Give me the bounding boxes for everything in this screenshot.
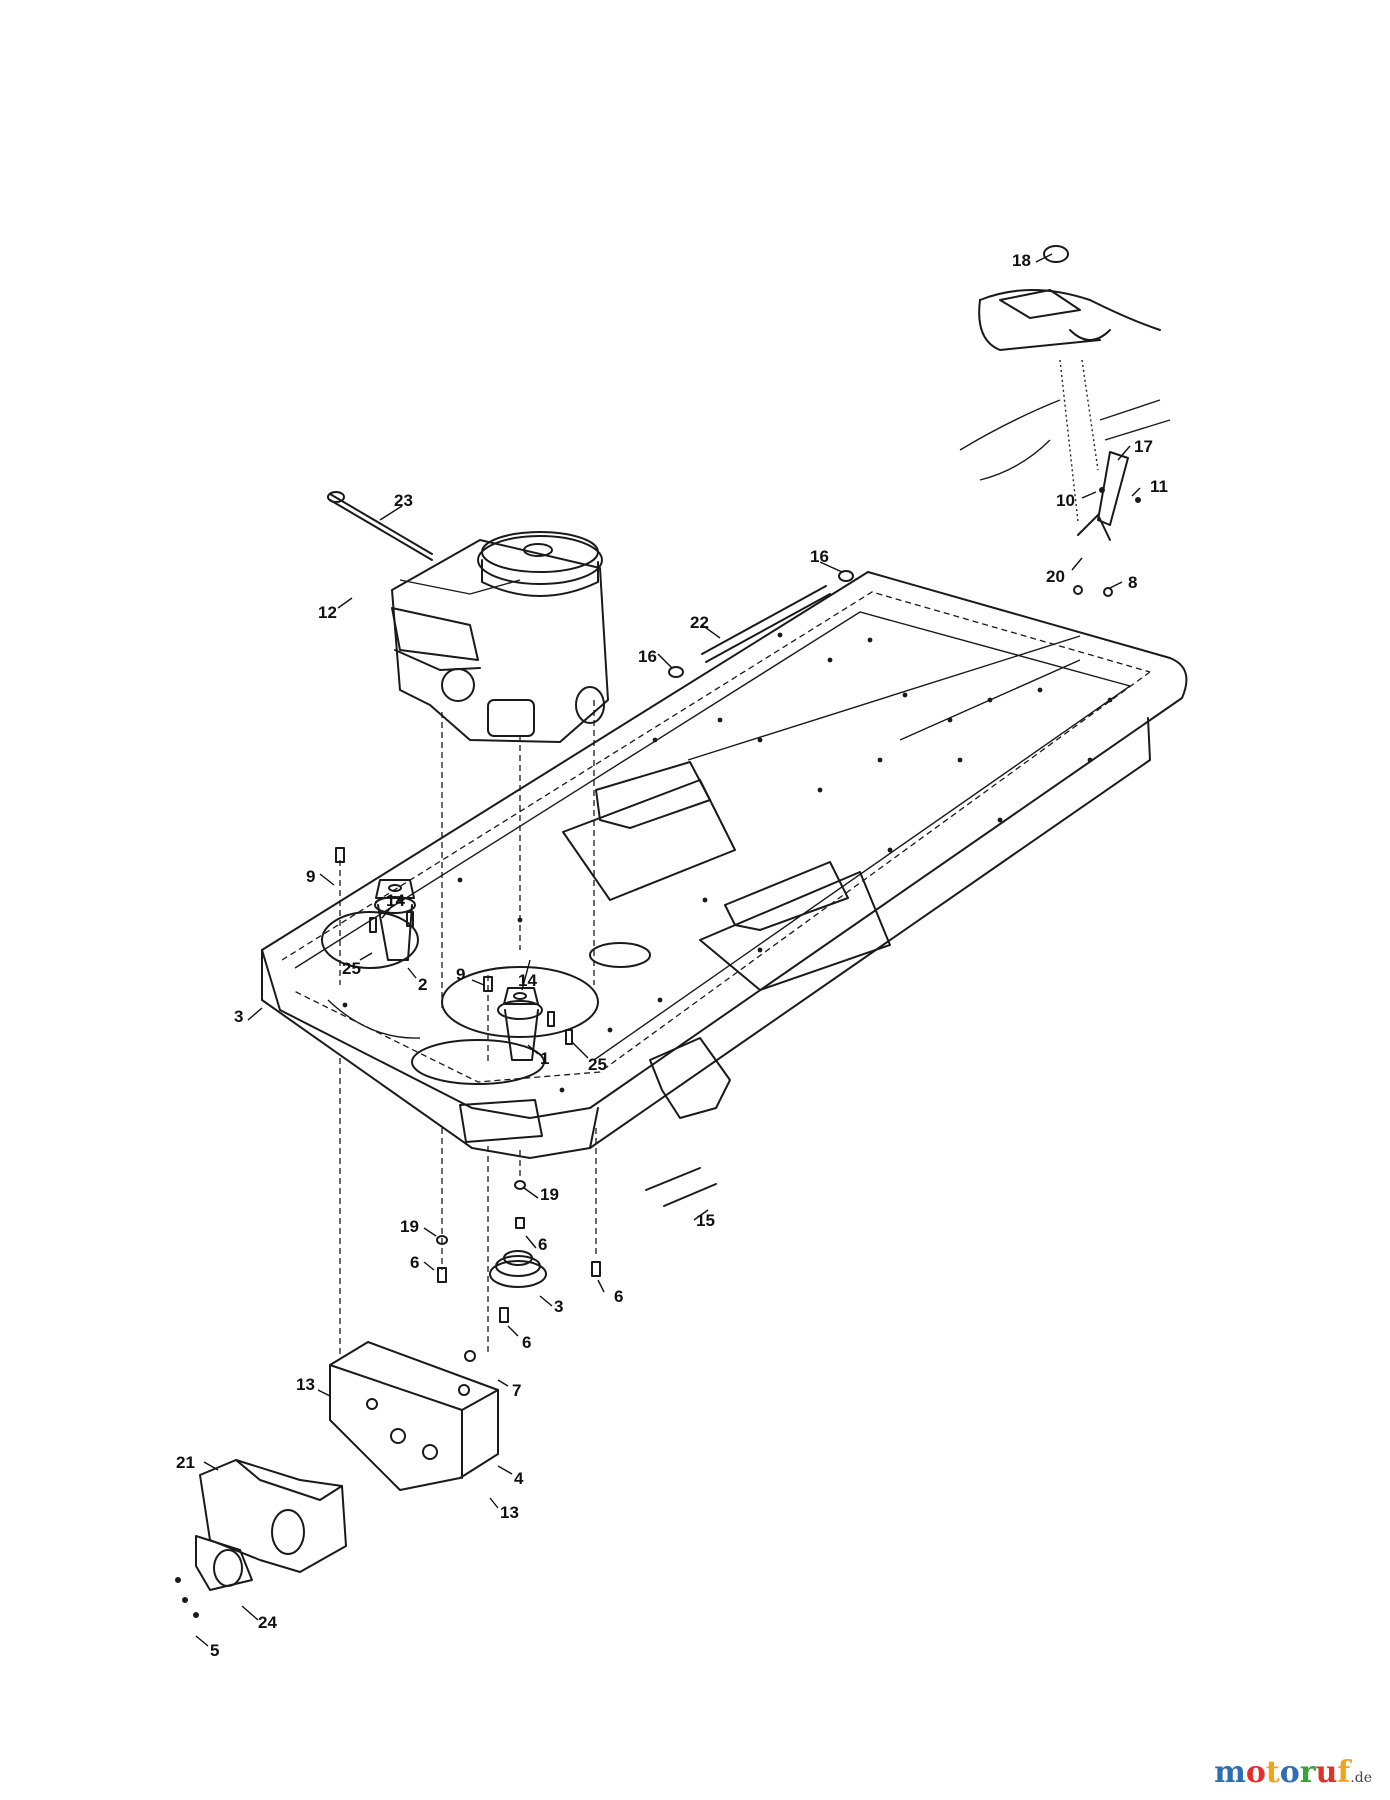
seat-lever-assembly — [959, 245, 1171, 597]
callout-14-center: 14 — [518, 971, 537, 990]
engine — [391, 531, 609, 743]
watermark-text: motoruf — [1214, 1755, 1350, 1790]
watermark-letter: o — [1279, 1755, 1300, 1790]
rod-part — [668, 570, 854, 678]
mounting-bracket — [329, 1341, 499, 1491]
callout-13-left: 13 — [296, 1375, 315, 1394]
watermark-letter: f — [1337, 1755, 1351, 1790]
callout-5: 5 — [210, 1641, 219, 1660]
watermark-letter: m — [1214, 1755, 1246, 1790]
callout-21: 21 — [176, 1453, 195, 1472]
chassis-frame — [261, 571, 1188, 1159]
callout-8: 8 — [1128, 573, 1137, 592]
watermark-letter: t — [1265, 1755, 1280, 1790]
callout-6-lower: 6 — [522, 1333, 531, 1352]
callout-leaders — [195, 253, 1141, 1647]
callout-16-left: 16 — [638, 647, 657, 666]
callout-3-pulley: 3 — [554, 1297, 563, 1316]
callout-19-left: 19 — [400, 1217, 419, 1236]
watermark-letter: r — [1299, 1755, 1316, 1790]
callout-2: 2 — [418, 975, 427, 994]
callout-10: 10 — [1056, 491, 1075, 510]
callout-22: 22 — [690, 613, 709, 632]
callout-1: 1 — [540, 1049, 549, 1068]
callout-24: 24 — [258, 1613, 277, 1632]
alignment-lines — [339, 700, 597, 1355]
watermark-suffix: .de — [1350, 1770, 1372, 1786]
pulley-hardware — [436, 1167, 717, 1323]
callout-18: 18 — [1012, 251, 1031, 270]
frame-holes — [342, 632, 1113, 1093]
callout-25-center: 25 — [588, 1055, 607, 1074]
callout-7: 7 — [512, 1381, 521, 1400]
callout-12: 12 — [318, 603, 337, 622]
callout-23: 23 — [394, 491, 413, 510]
callout-6-left: 6 — [410, 1253, 419, 1272]
callout-6-right: 6 — [614, 1287, 623, 1306]
callout-11: 11 — [1150, 477, 1168, 496]
callout-9-center: 9 — [456, 965, 465, 984]
watermark-logo: motoruf.de — [1214, 1755, 1372, 1790]
callout-16-top: 16 — [810, 547, 829, 566]
watermark-letter: o — [1245, 1755, 1266, 1790]
callout-25-left: 25 — [342, 959, 361, 978]
callout-13-right: 13 — [500, 1503, 519, 1522]
callout-labels: 18 17 11 10 20 8 23 12 16 22 16 9 14 25 … — [176, 251, 1168, 1660]
callout-9-left: 9 — [306, 867, 315, 886]
watermark-letter: u — [1315, 1755, 1338, 1790]
callout-17: 17 — [1134, 437, 1153, 456]
muffler — [175, 1459, 347, 1618]
dipstick-part — [327, 491, 433, 561]
callout-14-left: 14 — [386, 891, 405, 910]
callout-20: 20 — [1046, 567, 1065, 586]
spindle-assemblies — [335, 847, 573, 1061]
callout-6-upper: 6 — [538, 1235, 547, 1254]
callout-3-frame: 3 — [234, 1007, 243, 1026]
callout-4: 4 — [514, 1469, 524, 1488]
callout-15: 15 — [696, 1211, 715, 1230]
callout-19-right: 19 — [540, 1185, 559, 1204]
